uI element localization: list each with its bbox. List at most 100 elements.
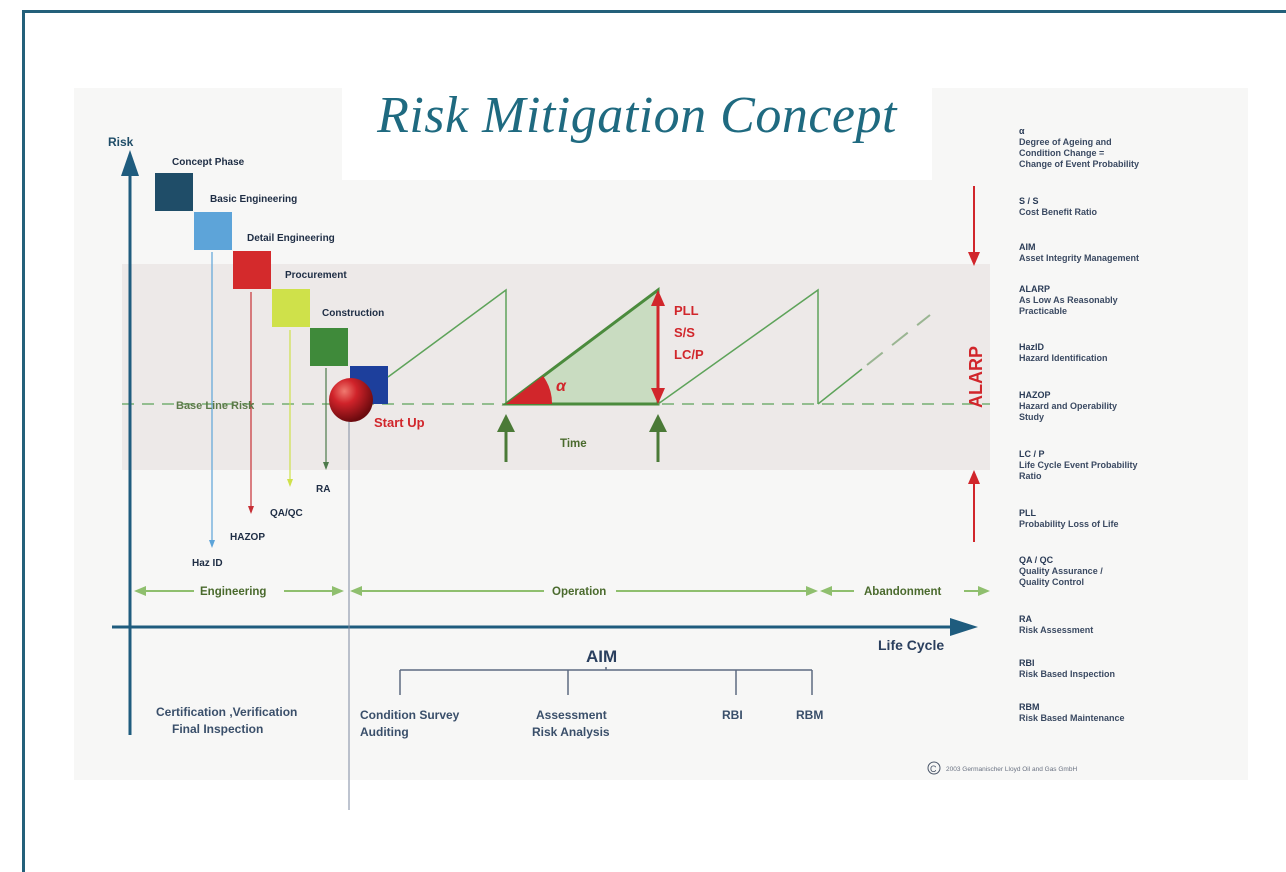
stage-abandonment-label: Abandonment: [864, 586, 941, 598]
legend-key: RBI: [1019, 658, 1035, 668]
operation-label-bg: [544, 583, 616, 599]
activity-label-ra: RA: [316, 484, 330, 495]
time-arrow-right-head: [649, 414, 667, 432]
copyright-circle: [927, 761, 941, 775]
aim-item-condition-survey: Condition Survey: [360, 708, 460, 722]
aim-item-auditing: Auditing: [360, 725, 409, 739]
risk-sawtooth-1: [387, 288, 507, 404]
legend-key: AIM: [1019, 242, 1036, 252]
legend-description: Cost Benefit Ratio: [1019, 207, 1098, 217]
qaqc-arrowhead: [287, 479, 293, 487]
legend-key: ALARP: [1019, 284, 1050, 294]
phase-label-procurement: Procurement: [285, 270, 347, 281]
alarp-arrow-top-head: [968, 252, 980, 266]
legend-description: Life Cycle Event Probability: [1019, 460, 1138, 470]
alarp-label: ALARP: [966, 346, 986, 408]
alpha-angle-wedge: [506, 376, 553, 404]
phase-label-concept: Concept Phase: [172, 157, 245, 168]
engineering-arrow-left: [134, 586, 146, 596]
y-axis-label: Risk: [108, 135, 134, 149]
pll-arrow-bottom: [651, 388, 665, 404]
x-axis-arrowhead: [950, 618, 978, 636]
activity-label-hazop: HAZOP: [230, 532, 265, 543]
alpha-label: α: [556, 378, 567, 395]
legend-key: RBM: [1019, 702, 1040, 712]
page-title: Risk Mitigation Concept: [377, 87, 897, 144]
operation-arrow-right: [806, 586, 818, 596]
engineering-arrow-right: [332, 586, 344, 596]
aim-item-rbi: RBI: [722, 708, 743, 722]
risk-sawtooth-3: [817, 368, 863, 405]
legend-key: LC / P: [1019, 449, 1045, 459]
stage-operation-label: Operation: [552, 586, 606, 598]
aim-item-assessment: Assessment: [536, 708, 607, 722]
phase-square-basic: [194, 212, 232, 250]
legend-description: Condition Change =: [1019, 148, 1104, 158]
risk-sawtooth-projection: [866, 314, 931, 366]
legend-description: Practicable: [1019, 306, 1067, 316]
stage-engineering-label: Engineering: [200, 586, 266, 598]
hazop-arrowhead: [248, 506, 254, 514]
base-line-risk-label: Base Line Risk: [176, 400, 255, 412]
operation-arrow-left: [350, 586, 362, 596]
legend-description: Risk Based Inspection: [1019, 669, 1115, 679]
phase-square-construction: [310, 328, 348, 366]
legend-description: Asset Integrity Management: [1019, 253, 1139, 263]
legend-description: Risk Assessment: [1019, 625, 1093, 635]
title-box: Risk Mitigation Concept: [342, 68, 932, 180]
phase-label-detail: Detail Engineering: [247, 233, 335, 244]
x-axis-label: Life Cycle: [878, 637, 944, 653]
legend-description: As Low As Reasonably: [1019, 295, 1118, 305]
legend-description: Quality Assurance /: [1019, 566, 1103, 576]
legend-key: α: [1019, 126, 1025, 136]
pll-label: PLL: [674, 303, 699, 318]
abandonment-arrow-left: [820, 586, 832, 596]
start-up-ball: [329, 378, 373, 422]
engineering-label-bg: [194, 583, 284, 599]
legend-description: Degree of Ageing and: [1019, 137, 1112, 147]
legend-key: QA / QC: [1019, 555, 1054, 565]
phase-square-detail: [233, 251, 271, 289]
activity-label-qaqc: QA/QC: [270, 508, 303, 519]
certification-label: Certification ,Verification: [156, 705, 297, 719]
pll-arrow-top: [651, 290, 665, 306]
risk-sawtooth-2: [657, 288, 819, 405]
legend-key: HAZOP: [1019, 390, 1051, 400]
legend-description: Risk Based Maintenance: [1019, 713, 1125, 723]
copyright-symbol: C: [930, 764, 937, 774]
legend-description: Hazard Identification: [1019, 353, 1108, 363]
legend-description: Quality Control: [1019, 577, 1084, 587]
ss-label: S/S: [674, 325, 695, 340]
aim-item-risk-analysis: Risk Analysis: [532, 725, 610, 739]
legend-key: RA: [1019, 614, 1032, 624]
time-label: Time: [560, 438, 587, 450]
legend-description: Hazard and Operability: [1019, 401, 1117, 411]
final-inspection-label: Final Inspection: [172, 722, 263, 736]
abandonment-arrow-right: [978, 586, 990, 596]
start-up-label: Start Up: [374, 415, 425, 430]
copyright-text: 2003 Germanischer Lloyd Oil and Gas GmbH: [946, 766, 1077, 773]
phase-label-basic: Basic Engineering: [210, 194, 297, 205]
legend-description: Change of Event Probability: [1019, 159, 1139, 169]
lcp-label: LC/P: [674, 347, 704, 362]
page-frame: [22, 10, 1286, 872]
legend-description: Probability Loss of Life: [1019, 519, 1119, 529]
legend-key: HazID: [1019, 342, 1045, 352]
legend-description: Ratio: [1019, 471, 1042, 481]
activity-label-hazid: Haz ID: [192, 558, 223, 569]
legend-description: Study: [1019, 412, 1044, 422]
aim-item-rbm: RBM: [796, 708, 823, 722]
phase-square-concept: [155, 173, 193, 211]
alarp-arrow-bottom-head: [968, 470, 980, 484]
ra-arrowhead: [323, 462, 329, 470]
legend-key: S / S: [1019, 196, 1039, 206]
phase-label-construction: Construction: [322, 308, 384, 319]
time-arrow-left-head: [497, 414, 515, 432]
y-axis-arrowhead: [121, 150, 139, 176]
abandonment-label-bg: [854, 583, 964, 599]
aim-label: AIM: [586, 647, 617, 666]
hazid-arrowhead: [209, 540, 215, 548]
legend-key: PLL: [1019, 508, 1037, 518]
